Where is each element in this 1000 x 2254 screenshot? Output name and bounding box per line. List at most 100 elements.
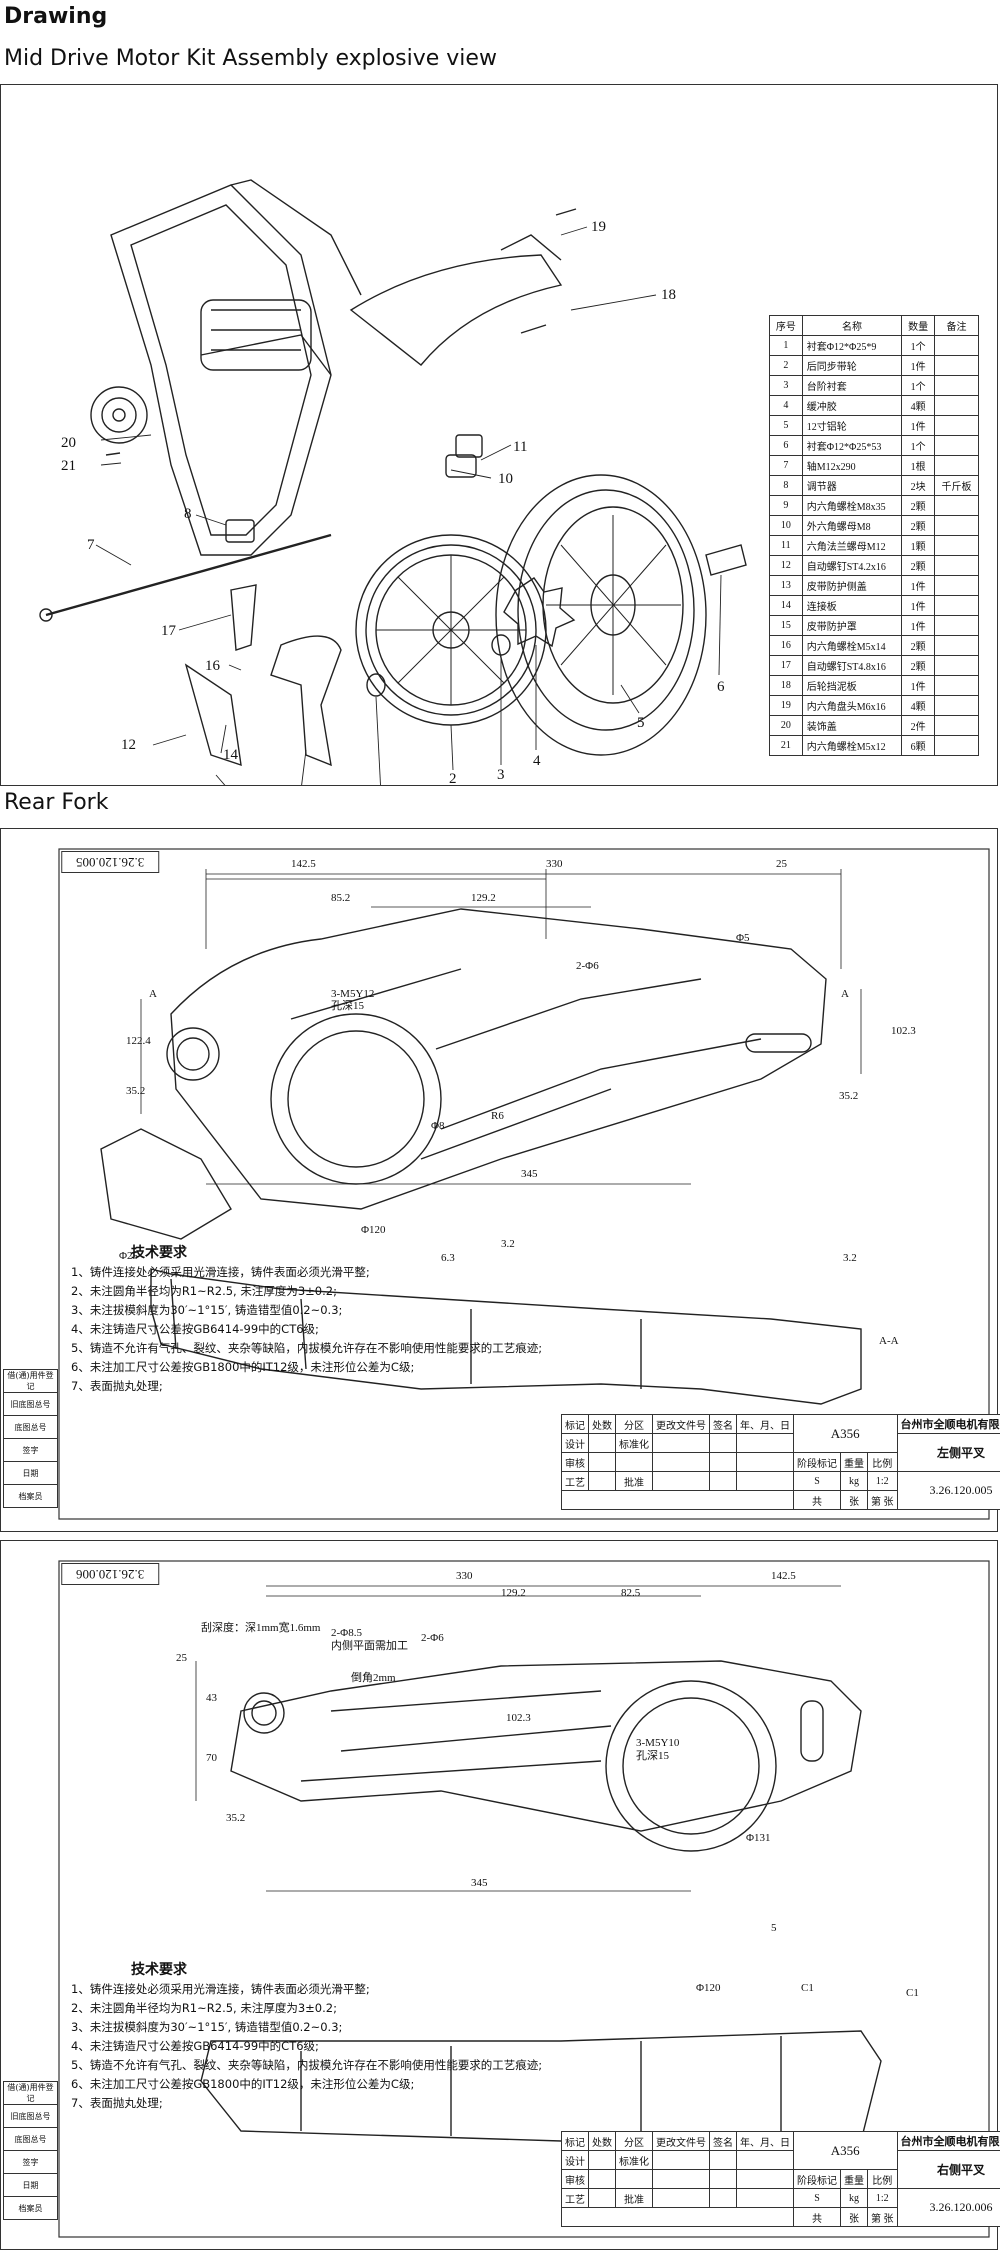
drawing2-dimension-label: 345 bbox=[471, 1877, 488, 1889]
tb-label: 标准化 bbox=[615, 2150, 653, 2170]
part-qty: 4颗 bbox=[901, 695, 935, 716]
tb-rev-header: 签名 bbox=[709, 2131, 737, 2151]
tb-rev-header: 更改文件号 bbox=[652, 1414, 710, 1434]
tb-scale: 1:2 bbox=[867, 1471, 898, 1491]
part-note bbox=[933, 495, 980, 516]
tb-rev-header: 标记 bbox=[561, 1414, 589, 1434]
drawing1-dimension-label: 85.2 bbox=[331, 892, 350, 904]
part-name: 内六角盘头M6x16 bbox=[801, 695, 903, 716]
part-name: 外六角螺母M8 bbox=[801, 515, 903, 536]
tb-label: 批准 bbox=[615, 2188, 653, 2208]
part-name: 调节器 bbox=[801, 475, 903, 496]
part-qty: 1件 bbox=[901, 575, 935, 596]
drawing1-dimension-label: 142.5 bbox=[291, 858, 316, 870]
requirement-item: 1、铸件连接处必须采用光滑连接，铸件表面必须光滑平整; bbox=[71, 1982, 370, 1996]
part-no: 13 bbox=[769, 575, 803, 596]
part-no: 17 bbox=[769, 655, 803, 676]
side-label: 底图总号 bbox=[3, 1415, 58, 1439]
part-qty: 2块 bbox=[901, 475, 935, 496]
part-name: 台阶衬套 bbox=[801, 375, 903, 396]
part-qty: 1件 bbox=[901, 675, 935, 696]
requirement-item: 1、铸件连接处必须采用光滑连接，铸件表面必须光滑平整; bbox=[71, 1265, 370, 1279]
drawing1-dimension-label: 122.4 bbox=[126, 1035, 151, 1047]
tb-part-name: 左侧平叉 bbox=[896, 1433, 1000, 1472]
requirement-item: 2、未注圆角半径均为R1~R2.5, 未注厚度为3±0.2; bbox=[71, 2001, 337, 2015]
technical-requirements: 技术要求 1、铸件连接处必须采用光滑连接，铸件表面必须光滑平整; 2、未注圆角半… bbox=[71, 1961, 542, 2113]
tb-label: 设计 bbox=[561, 2150, 589, 2170]
part-name: 六角法兰螺母M12 bbox=[801, 535, 903, 556]
callout-10: 10 bbox=[498, 471, 513, 487]
parts-col-note: 备注 bbox=[933, 315, 980, 336]
drawing1-dimension-label: A bbox=[149, 988, 157, 1000]
requirement-item: 3、未注拔模斜度为30′~1°15′, 铸造错型值0.2~0.3; bbox=[71, 2020, 343, 2034]
part-note bbox=[933, 735, 980, 756]
part-name: 连接板 bbox=[801, 595, 903, 616]
part-note bbox=[933, 655, 980, 676]
part-qty: 1件 bbox=[901, 615, 935, 636]
tb-label: 工艺 bbox=[561, 1471, 589, 1491]
tb-stage-header: 比例 bbox=[867, 1452, 898, 1472]
side-register: 借(通)用件登记 旧底图总号 底图总号 签字 日期 档案员 bbox=[3, 1369, 58, 1508]
part-note bbox=[933, 515, 980, 536]
requirements-title: 技术要求 bbox=[131, 1962, 187, 1978]
part-qty: 1件 bbox=[901, 595, 935, 616]
part-note bbox=[933, 595, 980, 616]
part-qty: 1个 bbox=[901, 375, 935, 396]
drawing2-dimension-label: 102.3 bbox=[506, 1712, 531, 1724]
part-note bbox=[933, 635, 980, 656]
tb-rev-header: 签名 bbox=[709, 1414, 737, 1434]
drawing2-dimension-label: 倒角2mm bbox=[351, 1671, 396, 1684]
drawing2-dimension-label: Φ131 bbox=[746, 1832, 771, 1844]
requirement-item: 4、未注铸造尺寸公差按GB6414-99中的CT6级; bbox=[71, 1322, 319, 1336]
requirement-item: 7、表面抛丸处理; bbox=[71, 2096, 163, 2110]
tb-weight-unit: kg bbox=[840, 2188, 868, 2208]
callout-5: 5 bbox=[637, 715, 645, 731]
callout-19: 19 bbox=[591, 219, 606, 235]
part-qty: 2颗 bbox=[901, 635, 935, 656]
drawing1-dimension-label: 2-Φ6 bbox=[576, 960, 599, 972]
drawing2-dimension-label: 内侧平面需加工 bbox=[331, 1638, 408, 1652]
callout-16: 16 bbox=[205, 658, 221, 674]
requirement-item: 5、铸造不允许有气孔、裂纹、夹杂等缺陷，内拔模允许存在不影响使用性能要求的工艺痕… bbox=[71, 2058, 543, 2072]
requirement-item: 6、未注加工尺寸公差按GB1800中的IT12级，未注形位公差为C级; bbox=[71, 1360, 415, 1374]
tb-sheet: 共 bbox=[793, 1490, 841, 1510]
tb-rev-header: 标记 bbox=[561, 2131, 589, 2151]
side-label: 借(通)用件登记 bbox=[3, 2081, 58, 2105]
drawing1-dimension-label: Φ5 bbox=[736, 932, 750, 944]
side-label: 日期 bbox=[3, 2173, 58, 2197]
tb-stage-header: 比例 bbox=[867, 2169, 898, 2189]
tb-sheet: 张 bbox=[883, 1496, 894, 1508]
drawing2-dimension-label: Φ120 bbox=[696, 1982, 721, 1994]
part-no: 3 bbox=[769, 375, 803, 396]
drawing2-dimension-label: 330 bbox=[456, 1570, 473, 1582]
tb-sheet: 张 bbox=[840, 2207, 868, 2227]
tb-scale: 1:2 bbox=[867, 2188, 898, 2208]
part-name: 皮带防护侧盖 bbox=[801, 575, 903, 596]
heading-rear-fork: Rear Fork bbox=[4, 790, 109, 815]
drawing1-dimension-label: Φ8 bbox=[431, 1120, 445, 1132]
requirement-item: 2、未注圆角半径均为R1~R2.5, 未注厚度为3±0.2; bbox=[71, 1284, 337, 1298]
callout-17: 17 bbox=[161, 623, 177, 639]
side-label: 底图总号 bbox=[3, 2127, 58, 2151]
drawing2-dimension-label: 3-M5Y10 bbox=[636, 1737, 680, 1749]
tb-rev-header: 处数 bbox=[588, 1414, 616, 1434]
drawing2-dimension-label: 5 bbox=[771, 1922, 777, 1934]
part-qty: 1根 bbox=[901, 455, 935, 476]
drawing1-dimension-label: 3-M5Y12 bbox=[331, 988, 374, 1000]
drawing1-dimension-label: 35.2 bbox=[839, 1090, 858, 1102]
part-name: 自动螺钉ST4.8x16 bbox=[801, 655, 903, 676]
tb-sheet: 第 bbox=[871, 1496, 881, 1508]
side-label: 旧底图总号 bbox=[3, 1392, 58, 1416]
